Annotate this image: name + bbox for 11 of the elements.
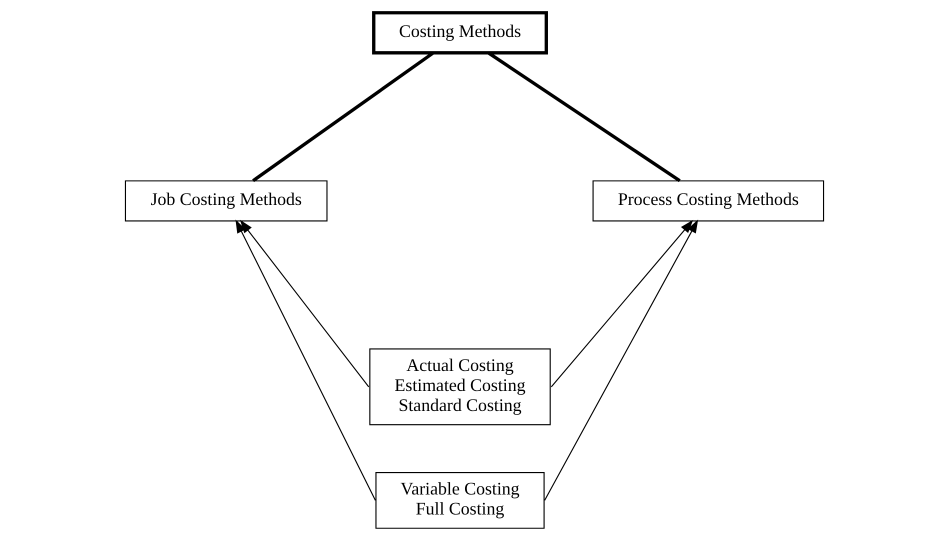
- arrow: [240, 220, 370, 388]
- arrow: [544, 220, 698, 501]
- arrow: [550, 220, 694, 388]
- node-box: Costing Methods: [372, 11, 548, 54]
- node-box: Actual Costing Estimated Costing Standard Costing: [369, 348, 551, 426]
- connector: [488, 52, 681, 182]
- connector: [252, 52, 434, 182]
- node-box: Variable Costing Full Costing: [375, 472, 545, 529]
- node-box: Job Costing Methods: [124, 180, 328, 222]
- node-box: Process Costing Methods: [592, 180, 824, 222]
- arrow: [235, 220, 376, 501]
